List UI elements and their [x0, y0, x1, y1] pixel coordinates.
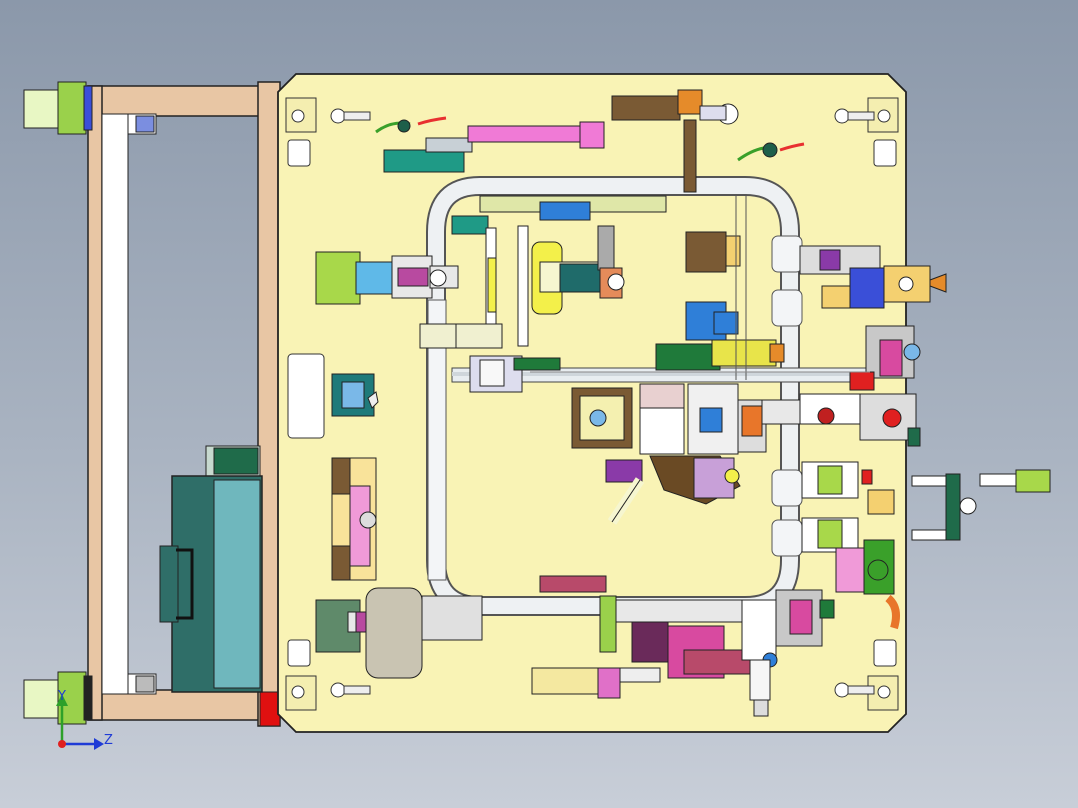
guide-lines [530, 194, 870, 380]
upper-right-blocks [655, 231, 785, 371]
clamp-right-top[interactable] [799, 245, 947, 379]
lifting-eyes [330, 108, 875, 698]
tool-cabinet [159, 445, 263, 693]
upper-inner-blocks [419, 195, 667, 349]
corner-pads [285, 97, 899, 711]
caster-top [23, 81, 93, 135]
bottom-center-blocks [531, 575, 835, 717]
clamp-left-upper[interactable] [315, 251, 459, 305]
center-cluster[interactable] [469, 355, 921, 525]
label-plaque [287, 353, 325, 439]
caster-bottom [23, 671, 93, 725]
clamp-right-middle[interactable] [801, 461, 900, 630]
axis-y-label: Y [57, 689, 66, 704]
clamp-top-left[interactable] [375, 116, 605, 173]
clamp-left-middle[interactable] [331, 373, 379, 581]
external-locator-right [911, 469, 1051, 541]
axis-z-label: Z [104, 733, 113, 748]
clamp-bottom-left[interactable] [315, 587, 483, 679]
coordinate-triad-icon [56, 694, 104, 750]
clamp-top-center[interactable] [611, 89, 805, 193]
cart-frame [87, 81, 281, 727]
